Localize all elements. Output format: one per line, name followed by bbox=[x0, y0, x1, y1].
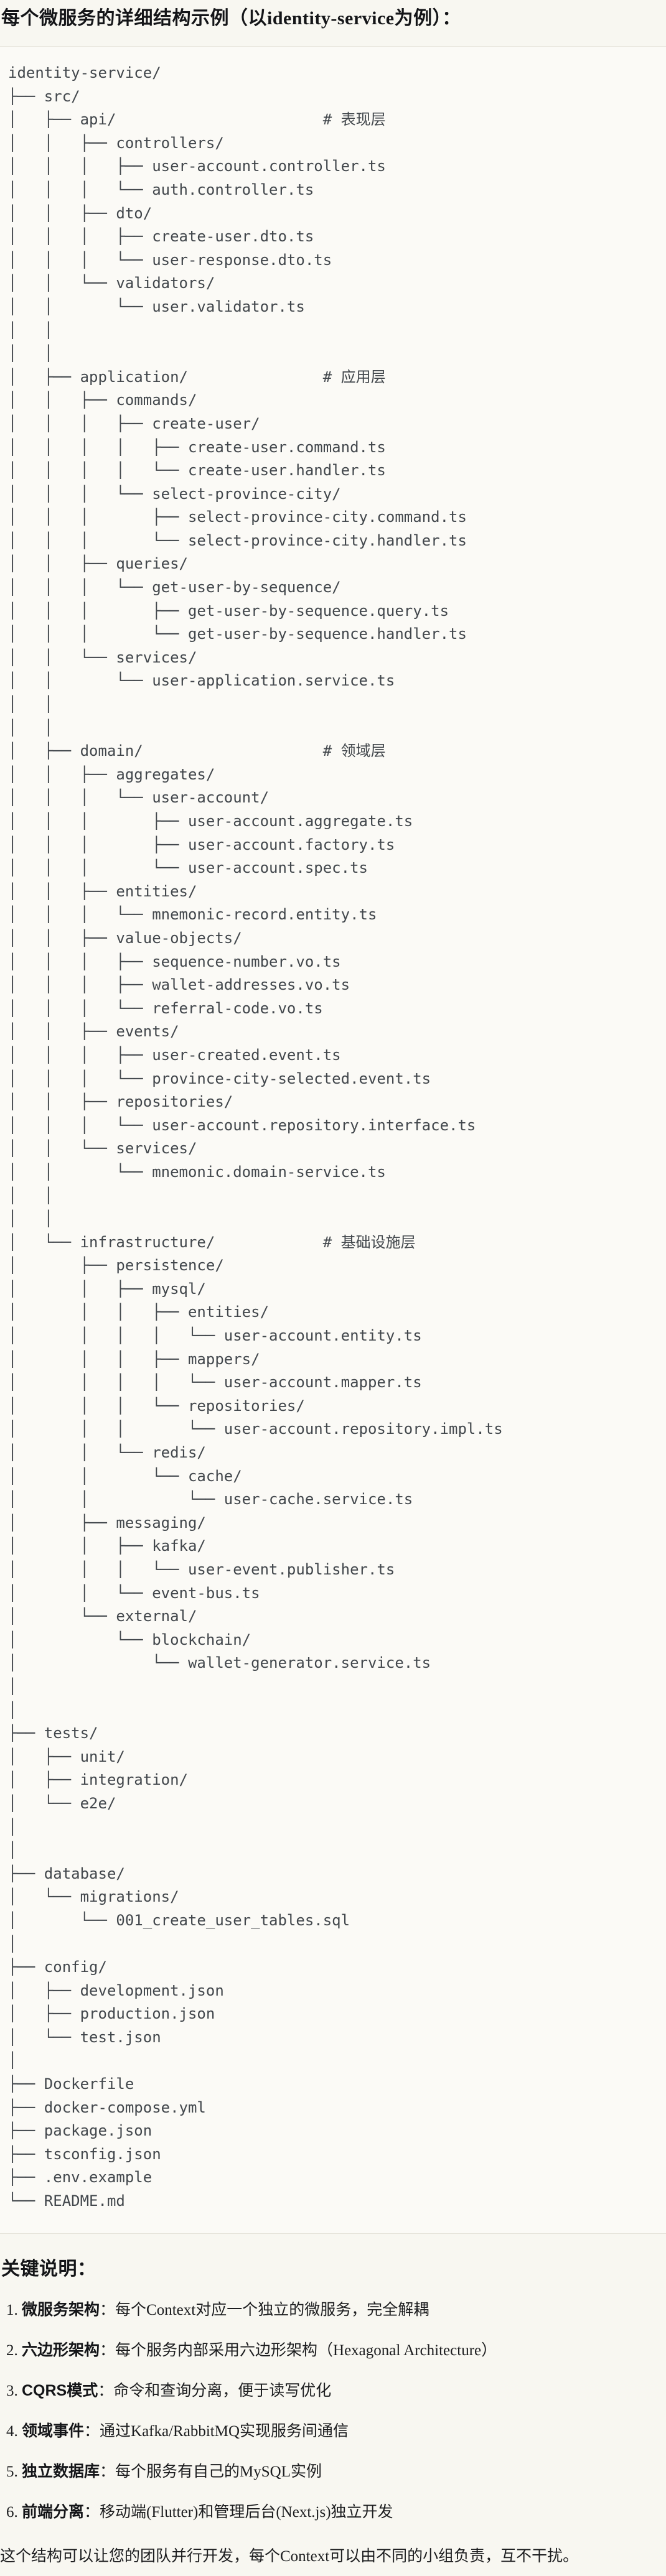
note-number: 6. bbox=[6, 2503, 22, 2521]
note-text: 移动端(Flutter)和管理后台(Next.js)独立开发 bbox=[100, 2503, 393, 2521]
note-colon: ： bbox=[84, 2422, 100, 2440]
note-item-microservice: 1. 微服务架构：每个Context对应一个独立的微服务，完全解耦 bbox=[0, 2300, 666, 2320]
directory-tree-block: identity-service/ ├── src/ │ ├── api/ # … bbox=[0, 46, 666, 2234]
notes-list: 1. 微服务架构：每个Context对应一个独立的微服务，完全解耦 2. 六边形… bbox=[0, 2300, 666, 2523]
note-text: 通过Kafka/RabbitMQ实现服务间通信 bbox=[100, 2422, 349, 2440]
notes-heading: 关键说明： bbox=[1, 2258, 96, 2279]
note-number: 2. bbox=[6, 2341, 22, 2359]
note-item-domain-events: 4. 领域事件：通过Kafka/RabbitMQ实现服务间通信 bbox=[0, 2421, 666, 2442]
note-label: CQRS模式 bbox=[22, 2381, 98, 2399]
page-title-service-name: identity-service bbox=[267, 8, 395, 29]
note-colon: ： bbox=[84, 2503, 100, 2521]
closing-paragraph: 这个结构可以让您的团队并行开发，每个Context可以由不同的小组负责，互不干扰… bbox=[0, 2547, 579, 2565]
note-colon: ： bbox=[98, 2382, 114, 2399]
note-colon: ： bbox=[100, 2301, 116, 2318]
note-label: 独立数据库 bbox=[22, 2462, 100, 2480]
note-colon: ： bbox=[100, 2341, 116, 2359]
page-title-prefix: 每个微服务的详细结构示例（以 bbox=[1, 8, 267, 29]
note-label: 六边形架构 bbox=[22, 2341, 100, 2359]
note-item-hexagonal: 2. 六边形架构：每个服务内部采用六边形架构（Hexagonal Archite… bbox=[0, 2340, 666, 2361]
note-item-independent-db: 5. 独立数据库：每个服务有自己的MySQL实例 bbox=[0, 2462, 666, 2482]
note-text: 每个服务内部采用六边形架构（Hexagonal Architecture） bbox=[115, 2341, 497, 2359]
note-item-cqrs: 3. CQRS模式：命令和查询分离，便于读写优化 bbox=[0, 2381, 666, 2401]
notes-section: 关键说明： 1. 微服务架构：每个Context对应一个独立的微服务，完全解耦 … bbox=[0, 2257, 666, 2567]
directory-tree: identity-service/ ├── src/ │ ├── api/ # … bbox=[8, 64, 503, 2210]
page-title-suffix: 为例）： bbox=[394, 8, 461, 29]
note-number: 4. bbox=[6, 2422, 22, 2440]
note-item-frontend-separation: 6. 前端分离：移动端(Flutter)和管理后台(Next.js)独立开发 bbox=[0, 2502, 666, 2523]
note-colon: ： bbox=[100, 2463, 116, 2480]
note-number: 5. bbox=[6, 2463, 22, 2480]
note-text: 每个Context对应一个独立的微服务，完全解耦 bbox=[115, 2301, 429, 2318]
page-title: 每个微服务的详细结构示例（以identity-service为例）： bbox=[0, 0, 666, 31]
note-number: 3. bbox=[6, 2382, 22, 2399]
note-label: 领域事件 bbox=[22, 2422, 85, 2440]
note-number: 1. bbox=[6, 2301, 22, 2318]
note-text: 每个服务有自己的MySQL实例 bbox=[115, 2463, 322, 2480]
note-label: 前端分离 bbox=[22, 2503, 85, 2521]
note-text: 命令和查询分离，便于读写优化 bbox=[113, 2382, 332, 2399]
note-label: 微服务架构 bbox=[22, 2300, 100, 2318]
